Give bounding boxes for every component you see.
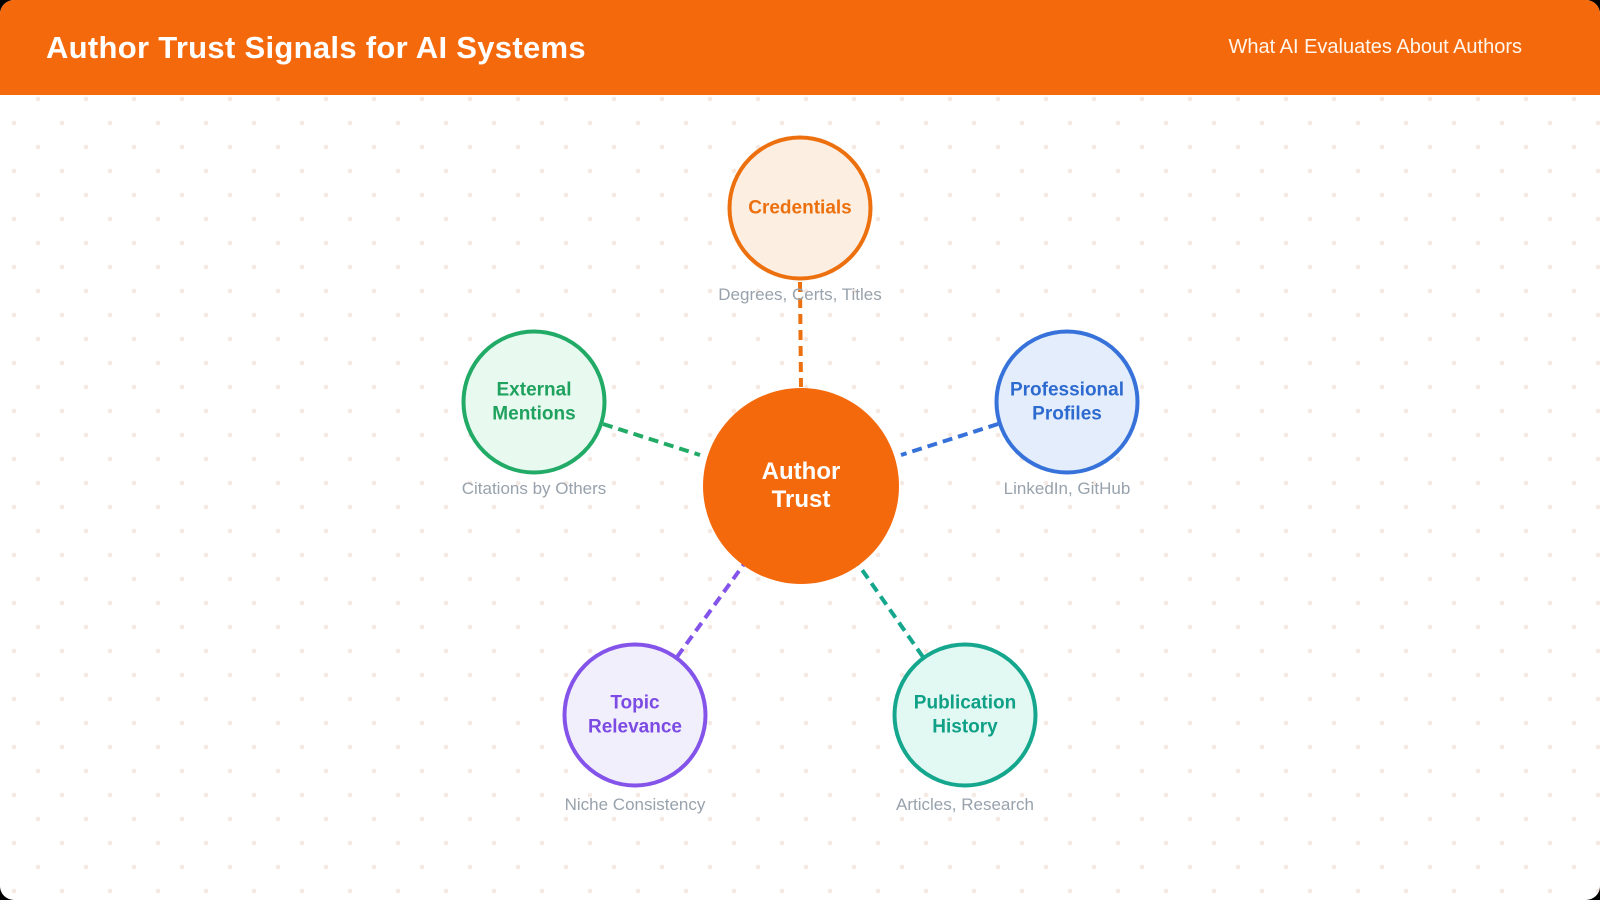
header-subtitle: What AI Evaluates About Authors	[1228, 36, 1522, 58]
node-publication-history: Publication History	[892, 642, 1038, 788]
diagram-stage: Author Trust Credentials Degrees, Certs,…	[0, 95, 1600, 900]
connector-publication-history	[856, 562, 925, 659]
page-title: Author Trust Signals for AI Systems	[46, 29, 586, 65]
connector-external-mentions	[602, 422, 701, 457]
node-publication-history-label: Publication History	[913, 692, 1017, 737]
node-credentials: Credentials	[727, 135, 873, 281]
node-publication-history-circle: Publication History	[892, 642, 1038, 788]
node-credentials-circle: Credentials	[727, 135, 873, 281]
node-author-trust: Author Trust	[703, 388, 899, 584]
connectors-layer	[602, 281, 999, 659]
node-professional-profiles: Professional Profiles	[994, 329, 1140, 475]
connector-credentials	[798, 281, 803, 388]
connector-topic-relevance	[675, 562, 746, 659]
node-professional-profiles-sublabel: LinkedIn, GitHub	[1003, 479, 1131, 498]
node-professional-profiles-circle: Professional Profiles	[994, 329, 1140, 475]
node-topic-relevance-label: Topic Relevance	[587, 692, 682, 737]
node-credentials-label: Credentials	[748, 197, 852, 218]
node-credentials-sublabel: Degrees, Certs, Titles	[718, 285, 882, 304]
node-topic-relevance-circle: Topic Relevance	[562, 642, 708, 788]
node-author-trust-circle: Author Trust	[703, 388, 899, 584]
node-external-mentions-label: External Mentions	[492, 379, 576, 424]
node-topic-relevance: Topic Relevance	[562, 642, 708, 788]
node-external-mentions-sublabel: Citations by Others	[461, 479, 607, 498]
node-professional-profiles-label: Professional Profiles	[1009, 379, 1125, 424]
node-topic-relevance-sublabel: Niche Consistency	[564, 795, 706, 814]
node-external-mentions: External Mentions	[461, 329, 607, 475]
header-bar: Author Trust Signals for AI Systems What…	[0, 0, 1600, 95]
node-publication-history-sublabel: Articles, Research	[896, 795, 1034, 814]
connector-professional-profiles	[900, 422, 999, 457]
node-external-mentions-circle: External Mentions	[461, 329, 607, 475]
node-author-trust-label: Author Trust	[761, 458, 841, 513]
